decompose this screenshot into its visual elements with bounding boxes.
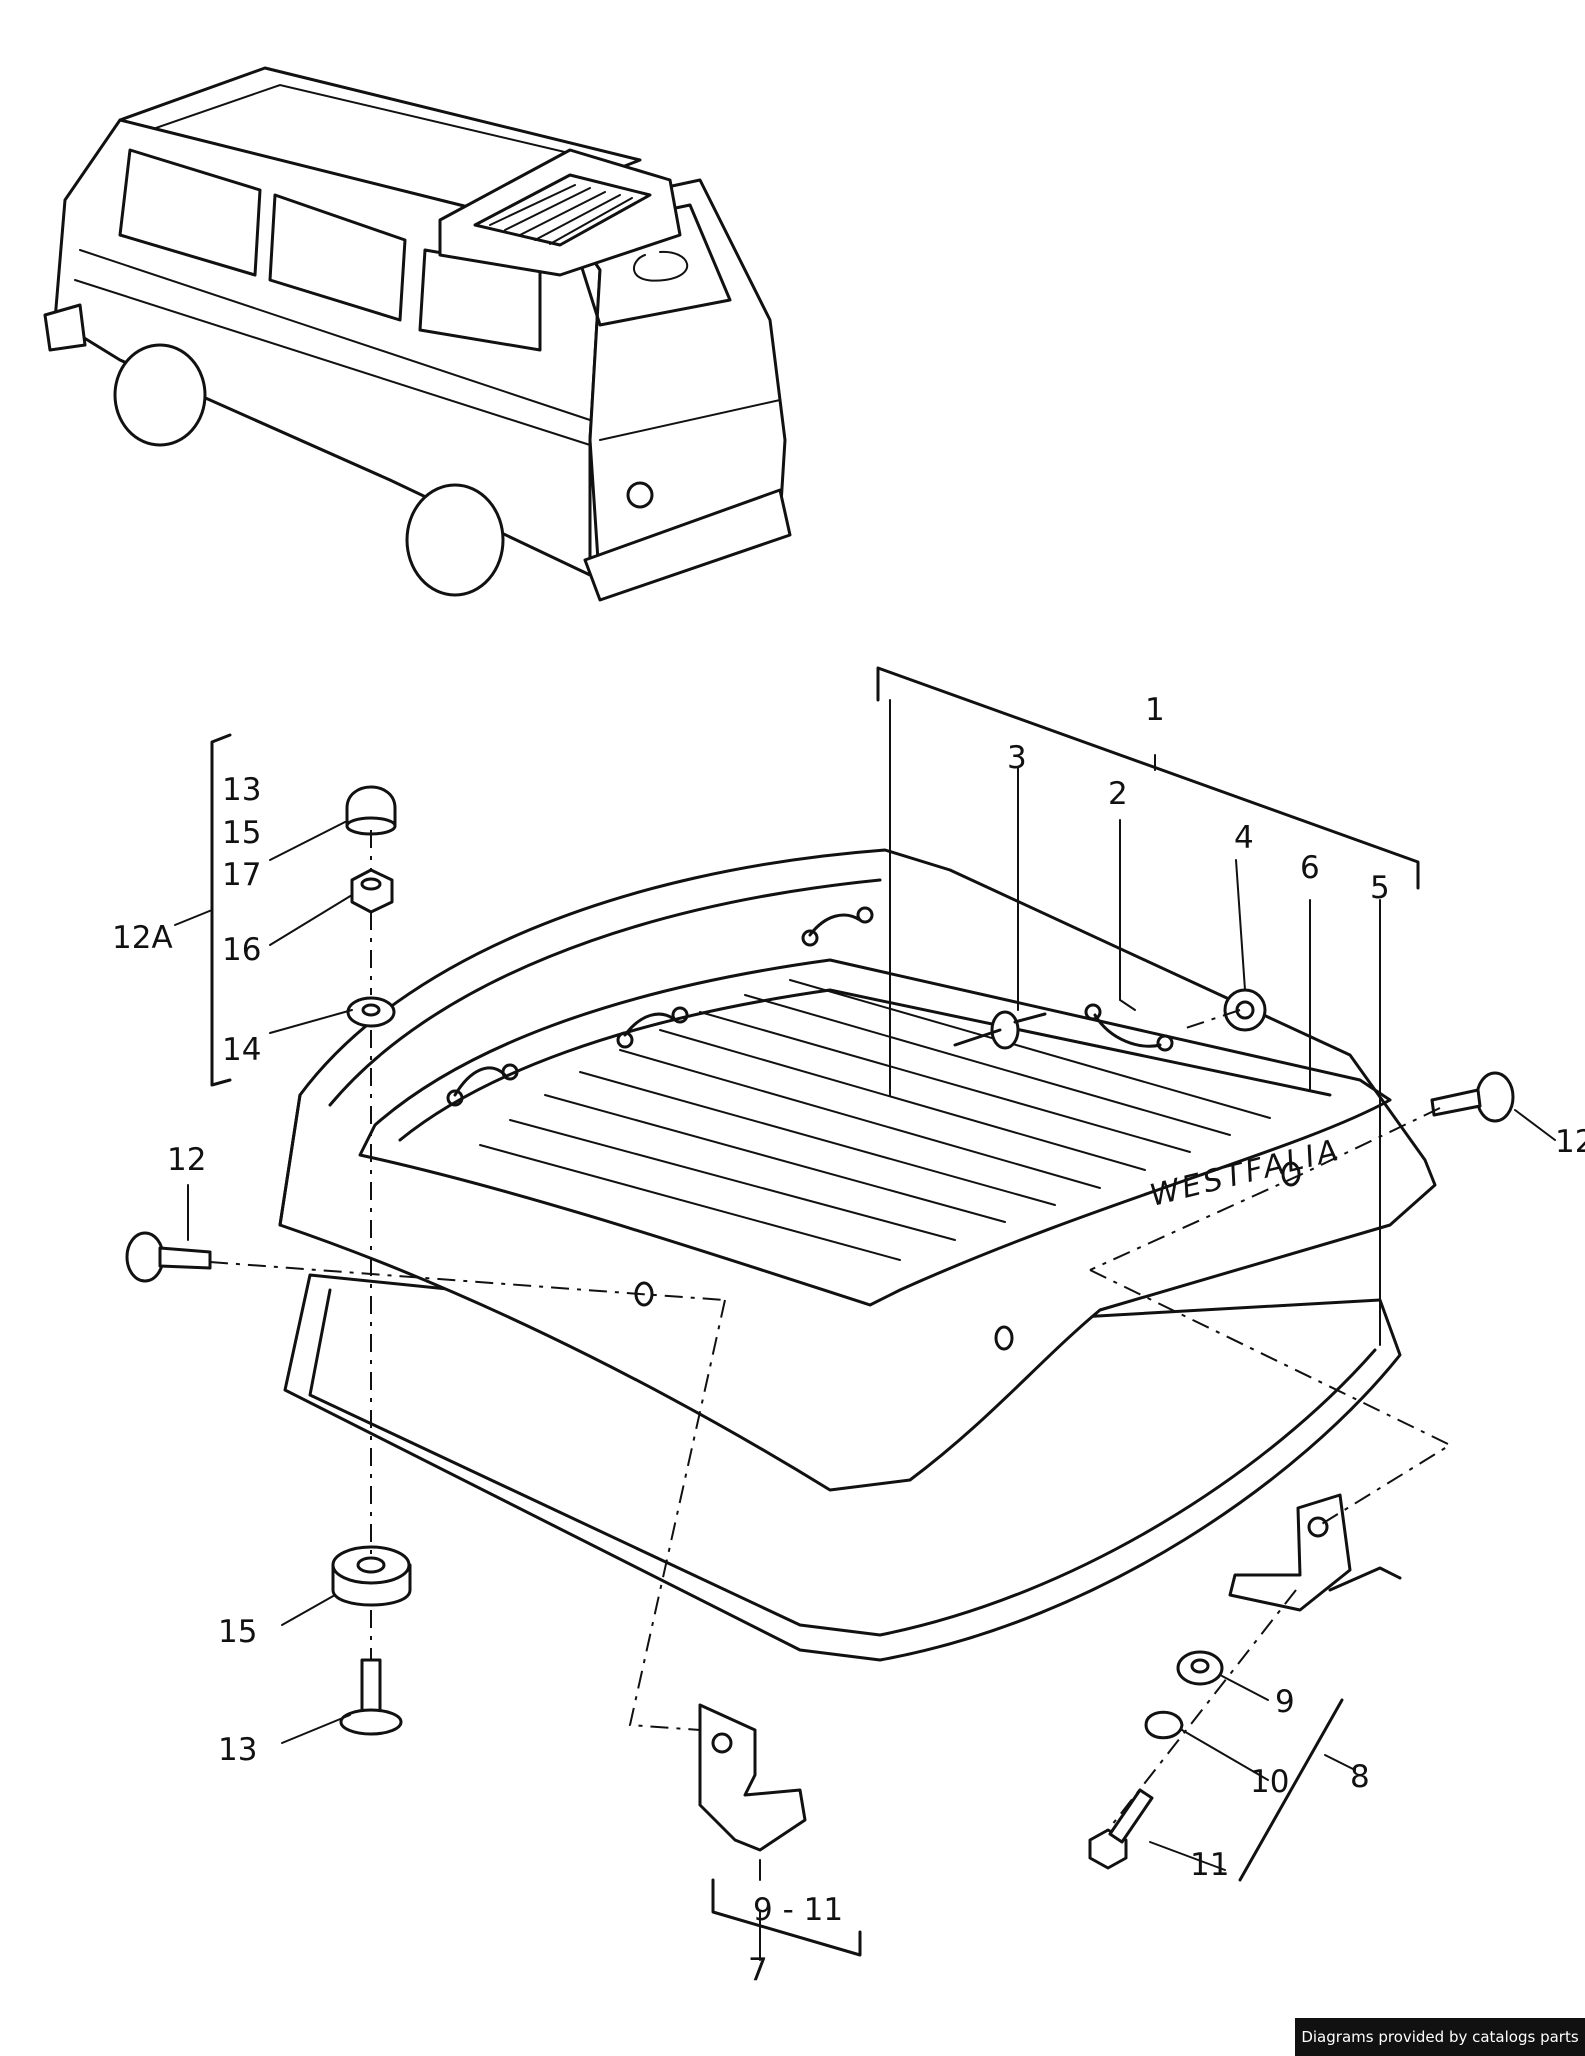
hex-nut xyxy=(350,868,394,914)
callout-9-11: 9 - 11 xyxy=(753,1892,843,1928)
leader-lines xyxy=(174,666,1556,1961)
bolt xyxy=(360,1658,382,1717)
screw-right xyxy=(1475,1071,1515,1123)
cap-nut xyxy=(345,785,397,827)
callout-17: 17 xyxy=(222,857,261,893)
callout-12-left: 12 xyxy=(167,1142,206,1178)
callout-7: 7 xyxy=(748,1952,768,1988)
callout-1: 1 xyxy=(1145,692,1165,728)
callout-5: 5 xyxy=(1370,870,1390,906)
van-illustration xyxy=(43,66,792,602)
washer-4 xyxy=(1223,988,1267,1032)
callout-16: 16 xyxy=(222,932,261,968)
washer xyxy=(346,996,396,1028)
grommet xyxy=(990,1010,1020,1050)
callout-12a: 12A xyxy=(112,920,173,956)
bracket-right xyxy=(1228,1493,1352,1612)
credit-banner: Diagrams provided by catalogs parts xyxy=(1295,2018,1585,2056)
callout-3: 3 xyxy=(1007,740,1027,776)
hardware xyxy=(125,785,1515,1870)
callout-14: 14 xyxy=(222,1032,261,1068)
roof-rack: WESTFALIA xyxy=(278,848,1437,1662)
callouts: 1 2 3 4 5 6 7 8 9 10 11 12 12 12A 13 15 … xyxy=(112,692,1585,1988)
callout-15-bottom: 15 xyxy=(218,1614,257,1650)
callout-15-top: 15 xyxy=(222,815,261,851)
callout-2: 2 xyxy=(1108,776,1128,812)
callout-10: 10 xyxy=(1250,1764,1289,1800)
callout-6: 6 xyxy=(1300,850,1320,886)
bracket-left xyxy=(698,1703,807,1852)
callout-13-top: 13 xyxy=(222,772,261,808)
callout-8: 8 xyxy=(1350,1759,1370,1795)
callout-12-right: 12 xyxy=(1555,1124,1585,1160)
callout-11: 11 xyxy=(1190,1847,1229,1883)
screw-left xyxy=(125,1231,165,1283)
tie-down-loop xyxy=(453,1066,507,1097)
callout-13-bottom: 13 xyxy=(218,1732,257,1768)
rack-slats xyxy=(479,979,1271,1261)
callout-4: 4 xyxy=(1234,820,1254,856)
callout-9: 9 xyxy=(1275,1684,1295,1720)
